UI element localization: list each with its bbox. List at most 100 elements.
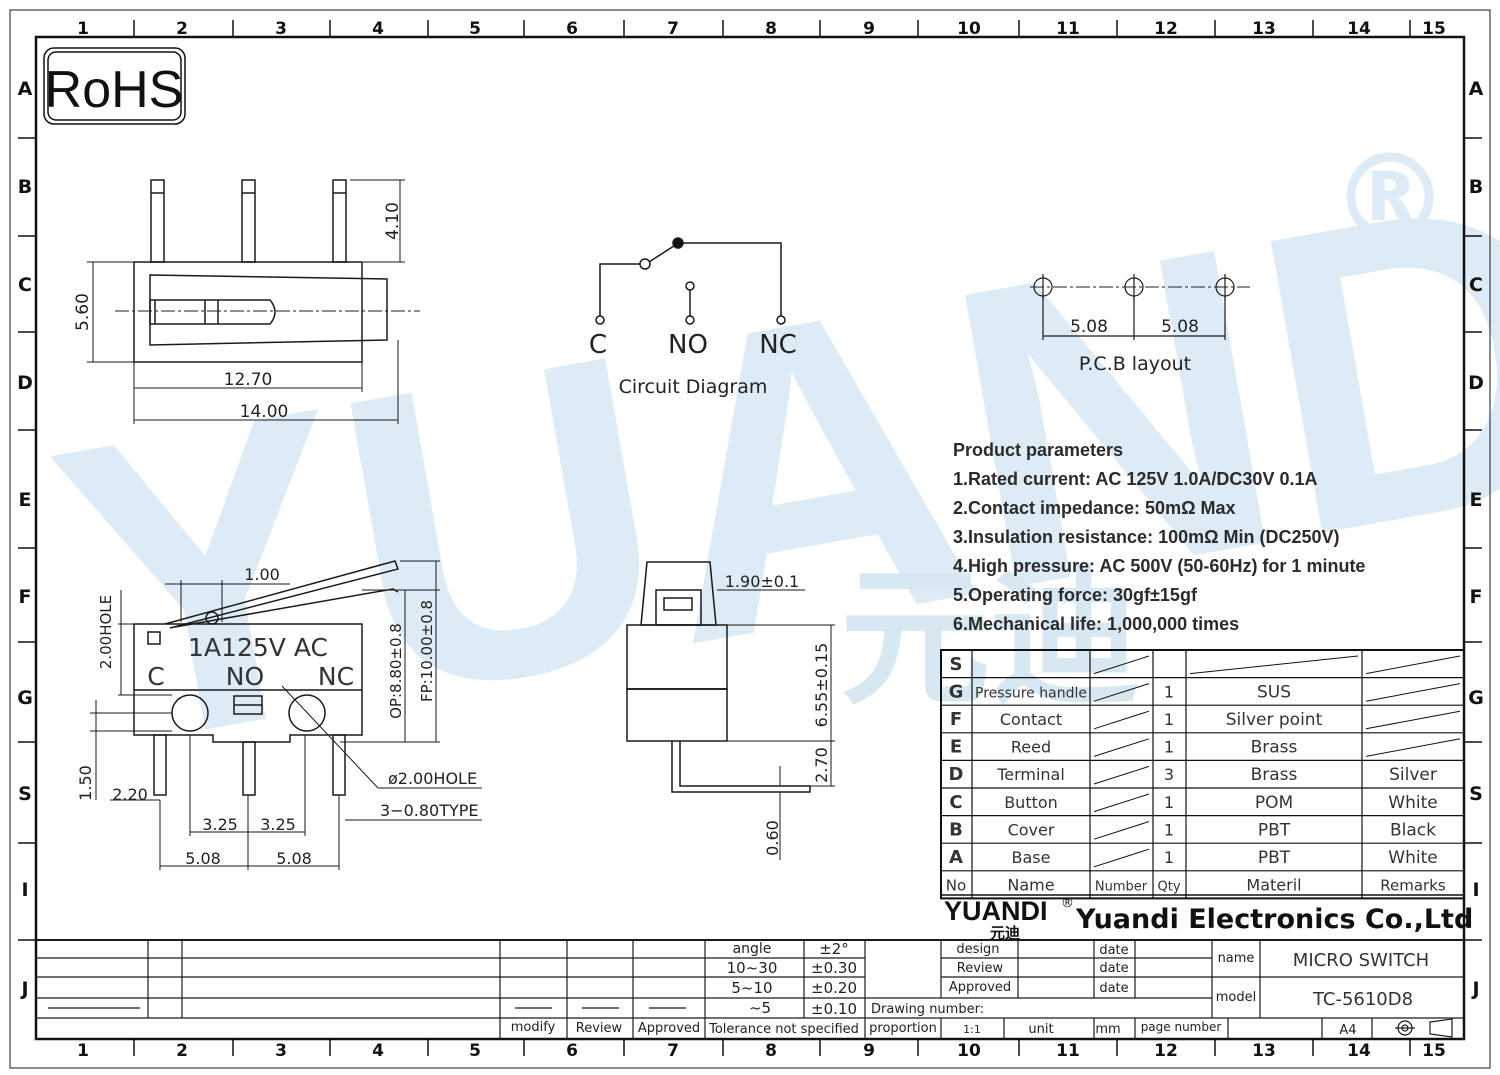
bom-cell: A: [949, 847, 963, 868]
approved-label: Approved: [638, 1021, 700, 1036]
bom-cell: Cover: [1008, 820, 1055, 839]
param-2: 2.Contact impedance: 50mΩ Max: [953, 498, 1236, 518]
circuit-nc: NC: [759, 330, 797, 360]
dim-type: 3−0.80TYPE: [380, 801, 479, 820]
grid-col-bottom: 6: [566, 1041, 578, 1061]
pcb-title: P.C.B layout: [1079, 353, 1191, 375]
grid-col-bottom: 11: [1056, 1041, 1080, 1061]
dim-4-10: 4.10: [383, 202, 403, 240]
circuit-c: C: [589, 330, 607, 360]
grid-row-right: A: [1469, 78, 1484, 100]
bom-header: No: [946, 877, 966, 895]
grid-col-bottom: 15: [1422, 1041, 1446, 1061]
bom-cell: C: [949, 792, 962, 813]
sheet-size: A4: [1339, 1023, 1356, 1038]
bom-cell: Pressure handle: [975, 685, 1087, 701]
grid-row-right: F: [1470, 586, 1483, 608]
grid-col-bottom: 12: [1154, 1041, 1178, 1061]
grid-row-left: B: [18, 176, 32, 198]
circuit-title: Circuit Diagram: [619, 376, 768, 398]
bom-cell: G: [949, 681, 964, 702]
bom-cell: Black: [1390, 820, 1436, 840]
bom-cell: Brass: [1251, 738, 1298, 758]
dim-hole: ø2.00HOLE: [388, 769, 477, 788]
grid-row-left: E: [19, 489, 32, 511]
bom-cell: PBT: [1258, 848, 1291, 868]
param-4: 4.High pressure: AC 500V (50-60Hz) for 1…: [953, 556, 1365, 576]
grid-row-right: C: [1469, 274, 1483, 296]
tolerance-label: Tolerance not specified: [708, 1022, 859, 1037]
bom-cell: SUS: [1257, 682, 1291, 702]
grid-row-left: C: [18, 274, 32, 296]
grid-col-bottom: 1: [77, 1041, 89, 1061]
approved2-label: Approved: [949, 980, 1011, 995]
grid-row-right: D: [1468, 372, 1484, 394]
title-block: [36, 939, 1464, 1039]
param-1: 1.Rated current: AC 125V 1.0A/DC30V 0.1A: [953, 469, 1317, 489]
front-no: NO: [226, 662, 264, 691]
grid-col-bottom: 13: [1252, 1041, 1276, 1061]
circuit-no: NO: [668, 330, 708, 360]
company-logo-reg: ®: [1061, 896, 1074, 911]
param-6: 6.Mechanical life: 1,000,000 times: [953, 614, 1239, 634]
grid-col-top: 1: [77, 19, 89, 39]
grid-col-bottom: 10: [957, 1041, 981, 1061]
bom-cell: 1: [1164, 738, 1174, 757]
angle-tol: ±2°: [819, 940, 849, 958]
grid-row-right: B: [1469, 176, 1483, 198]
front-c: C: [147, 662, 164, 691]
bom-cell: Reed: [1011, 738, 1051, 757]
pcb-dim-1: 5.08: [1070, 317, 1108, 337]
bom-header: Name: [1007, 876, 1054, 895]
bom-cell: POM: [1255, 793, 1293, 813]
pcb-dim-2: 5.08: [1161, 317, 1199, 337]
dim-1-90: 1.90±0.1: [725, 572, 799, 591]
grid-col-bottom: 3: [275, 1041, 287, 1061]
bom-cell: 3: [1164, 765, 1174, 784]
rohs-badge: RoHS: [43, 47, 186, 125]
bom-cell: White: [1388, 848, 1437, 868]
grid-col-top: 6: [566, 19, 578, 39]
company-logo-cn: 元迪: [990, 924, 1020, 942]
bom-cell: B: [949, 819, 963, 840]
dim-1-50: 1.50: [76, 765, 95, 801]
name-label: name: [1218, 951, 1255, 966]
dim-12-70: 12.70: [224, 370, 273, 390]
bom-header: Remarks: [1380, 877, 1446, 895]
dim-6-55: 6.55±0.15: [812, 643, 831, 728]
dim-0-60: 0.60: [763, 820, 782, 856]
bom-cell: Contact: [1000, 710, 1062, 729]
bom-cell: Base: [1012, 848, 1051, 867]
dim-5-60: 5.60: [73, 293, 93, 331]
bom-cell: PBT: [1258, 820, 1291, 840]
grid-col-top: 15: [1422, 19, 1446, 39]
grid-row-left: A: [18, 78, 33, 100]
bom-header: Qty: [1157, 880, 1180, 895]
dim-3-25-b: 3.25: [260, 815, 296, 834]
bom-cell: 1: [1164, 682, 1174, 701]
part-name: MICRO SWITCH: [1293, 950, 1429, 971]
dim-5-08-b: 5.08: [276, 849, 312, 868]
rohs-label: RoHS: [45, 61, 184, 119]
range-3-tol: ±0.10: [811, 1000, 857, 1018]
circuit-diagram: [595, 237, 786, 325]
page-number-label: page number: [1141, 1020, 1222, 1034]
grid-col-bottom: 9: [863, 1041, 875, 1061]
grid-row-right: J: [1470, 978, 1479, 1000]
title-block-text: angle ±2° 10~30 ±0.30 5~10 ±0.20 ~5 ±0.1…: [511, 940, 1429, 1038]
company-name: Yuandi Electronics Co.,Ltd: [1075, 904, 1473, 935]
bom-cell: White: [1388, 793, 1437, 813]
grid-row-right: G: [1468, 687, 1484, 709]
range-1-tol: ±0.30: [811, 959, 857, 977]
date-2: date: [1099, 961, 1128, 976]
model-label: model: [1216, 990, 1256, 1005]
company-logo: YUANDI: [944, 896, 1048, 926]
design-label: design: [956, 942, 999, 957]
grid-row-right: S: [1469, 783, 1483, 805]
grid-col-bottom: 2: [176, 1041, 188, 1061]
bom-cell: F: [950, 709, 962, 730]
review2-label: Review: [957, 961, 1004, 976]
bom-header: Materil: [1246, 876, 1301, 895]
